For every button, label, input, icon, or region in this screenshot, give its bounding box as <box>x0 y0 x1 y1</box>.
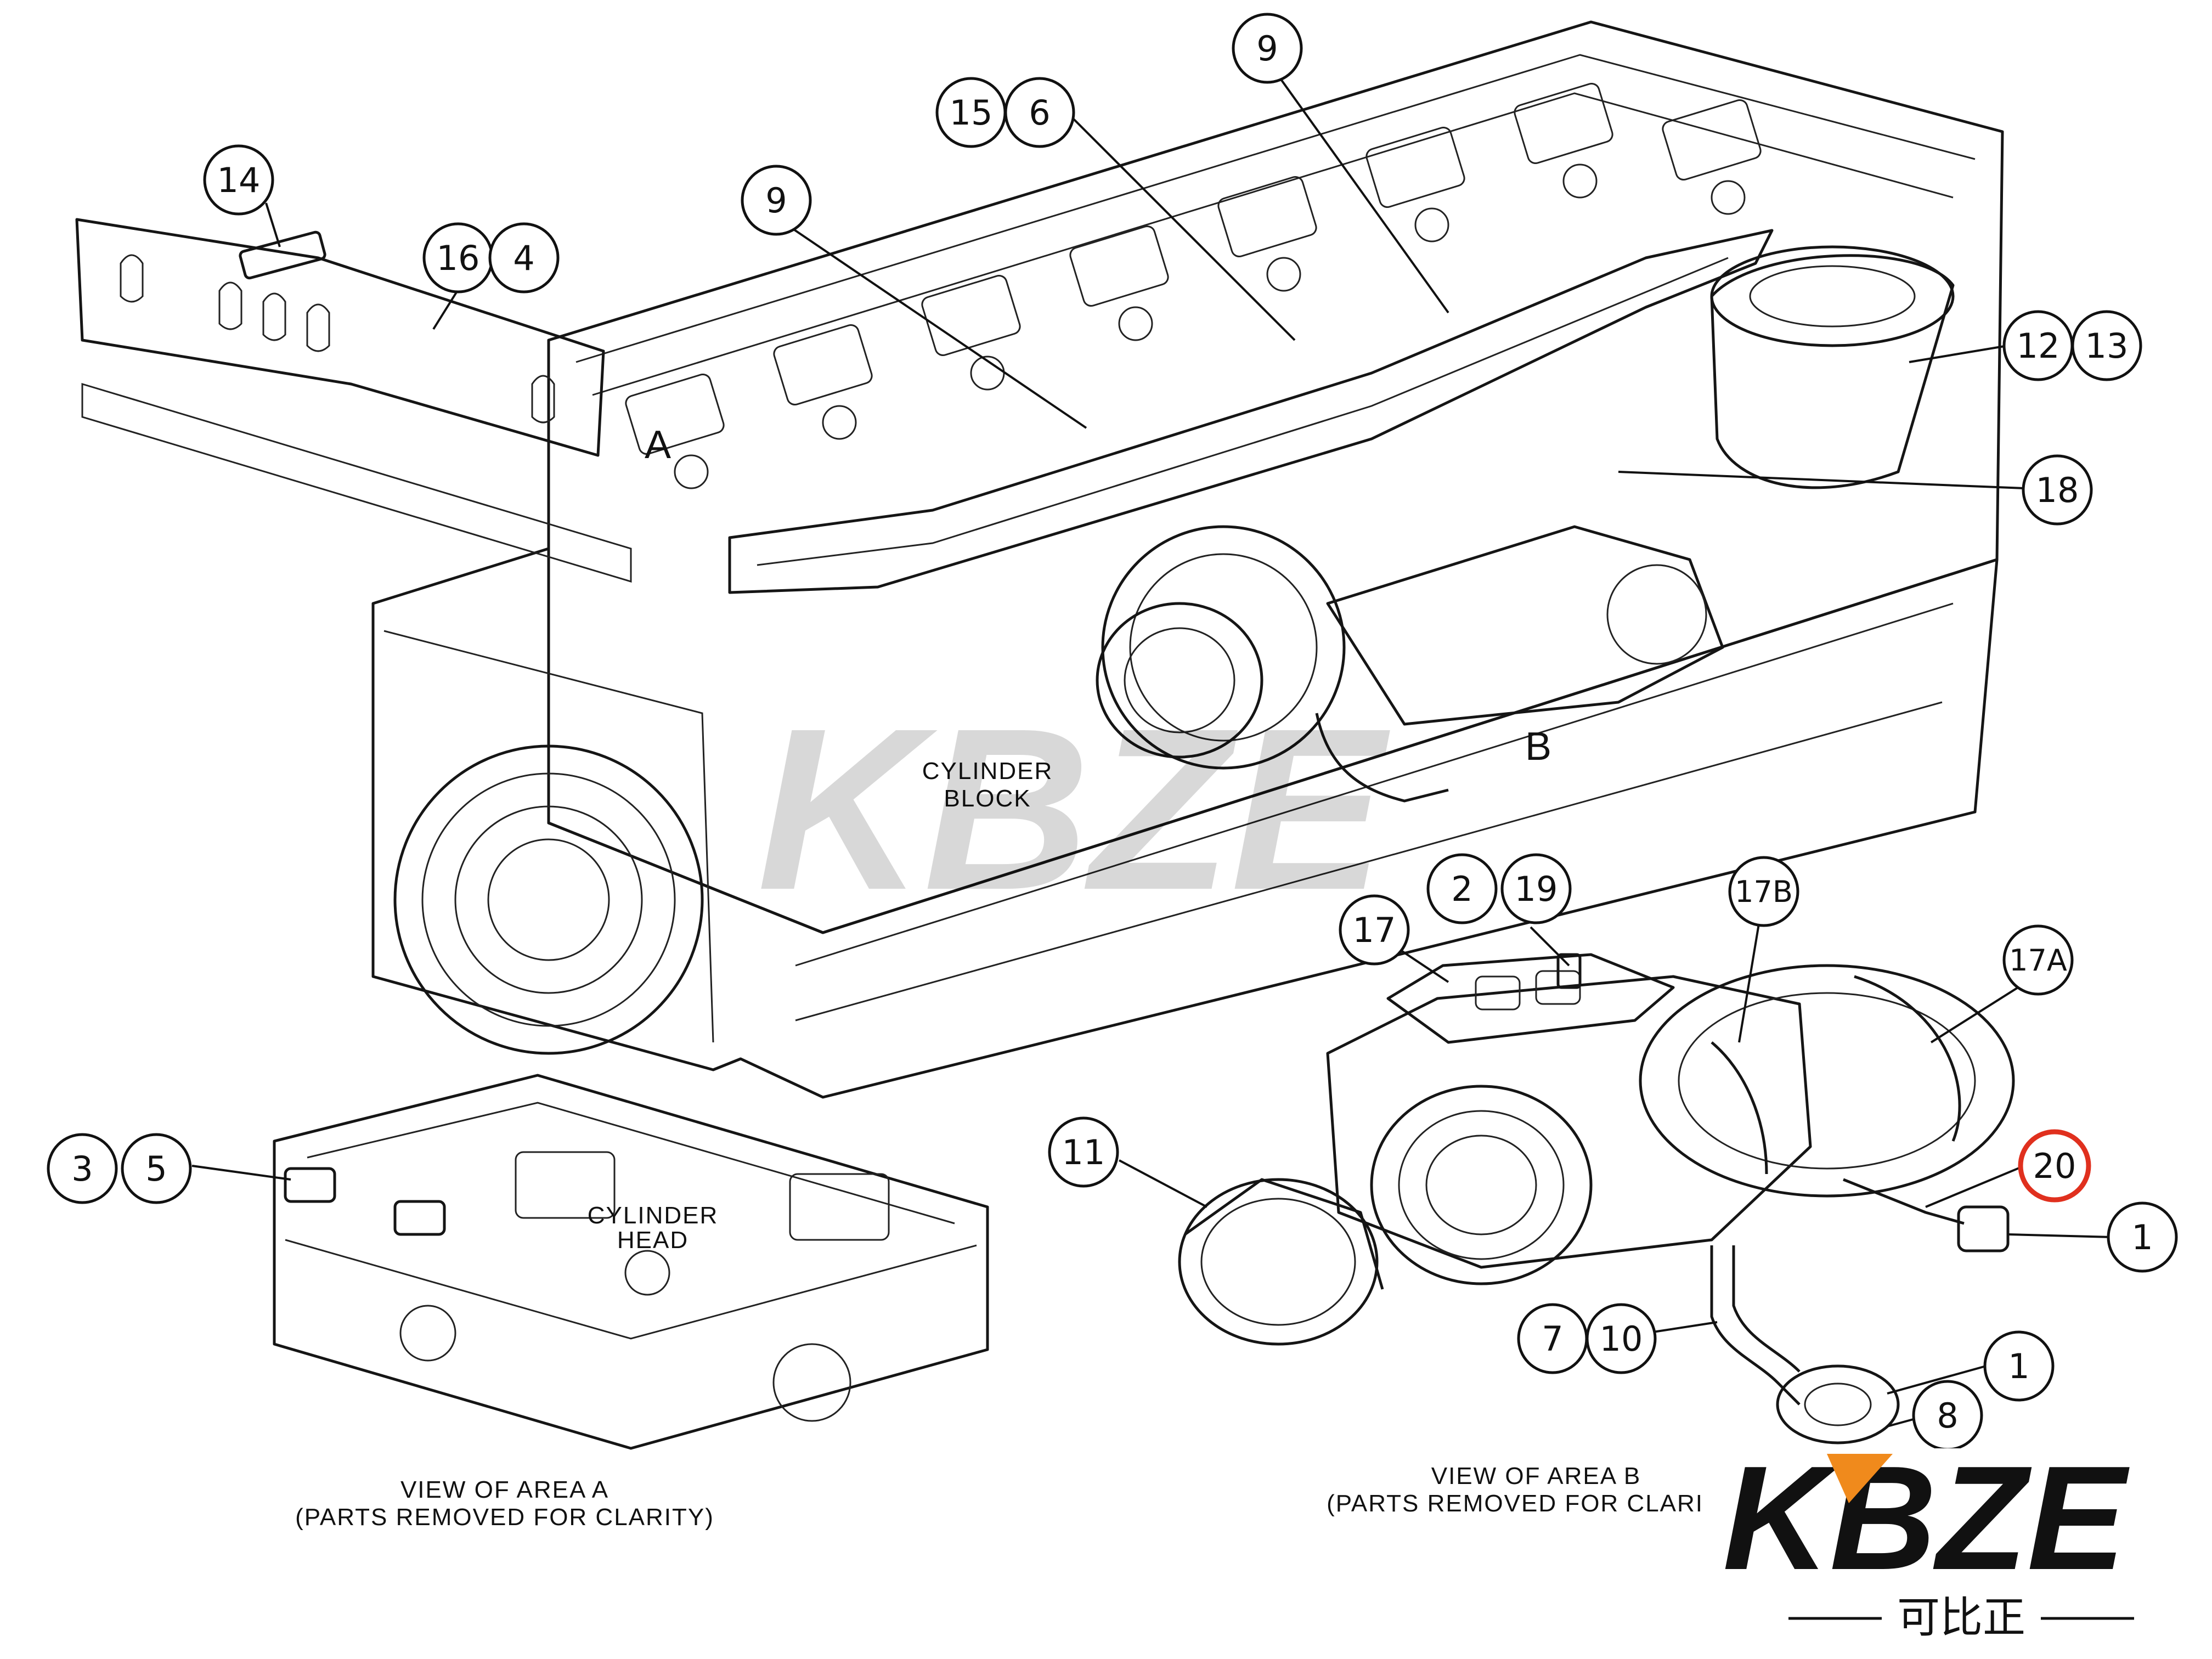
leader-lines <box>191 59 2113 1427</box>
svg-text:20: 20 <box>2033 1146 2076 1186</box>
view-a-caption-1: VIEW OF AREA A <box>400 1476 609 1503</box>
logo-wordmark: KBZE <box>1723 1436 2131 1601</box>
svg-text:17: 17 <box>1353 910 1396 950</box>
svg-text:19: 19 <box>1515 869 1558 909</box>
svg-text:14: 14 <box>217 160 261 200</box>
callout-15[interactable]: 15 <box>935 77 1007 148</box>
svg-text:17B: 17B <box>1735 874 1793 909</box>
callout-7[interactable]: 7 <box>1517 1303 1588 1374</box>
view-b-caption-1: VIEW OF AREA B <box>1431 1463 1641 1489</box>
callout-1-lower[interactable]: 1 <box>1983 1330 2055 1402</box>
callout-4[interactable]: 4 <box>488 222 560 294</box>
detail-view-a <box>273 1074 989 1450</box>
cylinder-block-label-1: CYLINDER <box>922 758 1053 785</box>
callout-1-upper[interactable]: 1 <box>2107 1201 2178 1273</box>
kbze-logo: KBZE 可比正 <box>1701 1436 2194 1646</box>
svg-text:15: 15 <box>950 93 993 133</box>
engine-assembly <box>75 20 2004 1099</box>
callout-17A[interactable]: 17A <box>2002 924 2074 996</box>
svg-text:16: 16 <box>437 238 480 278</box>
diagram-labels: A B CYLINDER BLOCK CYLINDER HEAD VIEW OF… <box>295 423 1746 1531</box>
callout-5[interactable]: 5 <box>121 1133 192 1204</box>
callout-17[interactable]: 17 <box>1339 894 1410 966</box>
callout-3[interactable]: 3 <box>47 1133 118 1204</box>
svg-text:3: 3 <box>71 1149 93 1189</box>
svg-text:1: 1 <box>2008 1346 2029 1386</box>
logo-subtitle: 可比正 <box>1897 1593 2025 1643</box>
callout-14[interactable]: 14 <box>203 144 274 216</box>
callout-17B[interactable]: 17B <box>1728 856 1799 927</box>
detail-view-b <box>1178 953 2015 1444</box>
callout-8[interactable]: 8 <box>1912 1380 1983 1451</box>
callout-balloons: 14 16 4 9 15 6 9 12 13 18 2 19 17B 17 17… <box>47 13 2178 1451</box>
svg-text:10: 10 <box>1600 1319 1643 1359</box>
svg-text:12: 12 <box>2017 326 2060 366</box>
cylinder-block-label-2: BLOCK <box>944 785 1031 812</box>
svg-text:KBZE: KBZE <box>757 681 1392 938</box>
view-a-caption-2: (PARTS REMOVED FOR CLARITY) <box>295 1504 714 1531</box>
svg-text:5: 5 <box>145 1149 167 1189</box>
cylinder-head-label-1: CYLINDER <box>588 1202 719 1229</box>
callout-11[interactable]: 11 <box>1048 1116 1119 1188</box>
svg-text:8: 8 <box>1937 1396 1958 1436</box>
svg-text:7: 7 <box>1542 1319 1563 1359</box>
svg-text:6: 6 <box>1029 93 1050 133</box>
logo-accent <box>1827 1454 1893 1503</box>
svg-text:11: 11 <box>1062 1132 1105 1172</box>
callout-9-top[interactable]: 9 <box>1232 13 1303 84</box>
view-b-caption-2: (PARTS REMOVED FOR CLARITY) <box>1327 1490 1746 1517</box>
svg-text:9: 9 <box>1256 29 1278 69</box>
svg-text:9: 9 <box>765 180 787 221</box>
callout-18[interactable]: 18 <box>2022 454 2093 526</box>
cylinder-head-label-2: HEAD <box>617 1227 689 1254</box>
callout-13[interactable]: 13 <box>2071 310 2142 381</box>
center-watermark: KBZE <box>757 681 1392 938</box>
svg-text:4: 4 <box>513 238 534 278</box>
callout-12[interactable]: 12 <box>2002 310 2074 381</box>
callout-16[interactable]: 16 <box>422 222 494 294</box>
svg-text:18: 18 <box>2036 470 2079 510</box>
svg-text:2: 2 <box>1451 869 1472 909</box>
svg-text:17A: 17A <box>2009 943 2067 978</box>
callout-9-left[interactable]: 9 <box>741 165 812 236</box>
svg-text:1: 1 <box>2131 1217 2153 1257</box>
callout-19[interactable]: 19 <box>1500 853 1572 924</box>
area-a-marker: A <box>645 423 671 467</box>
svg-text:13: 13 <box>2085 326 2129 366</box>
callout-2[interactable]: 2 <box>1426 853 1498 924</box>
callout-20[interactable]: 20 <box>2018 1129 2091 1203</box>
area-b-marker: B <box>1525 725 1551 769</box>
callout-6[interactable]: 6 <box>1004 77 1075 148</box>
callout-10[interactable]: 10 <box>1585 1303 1657 1374</box>
